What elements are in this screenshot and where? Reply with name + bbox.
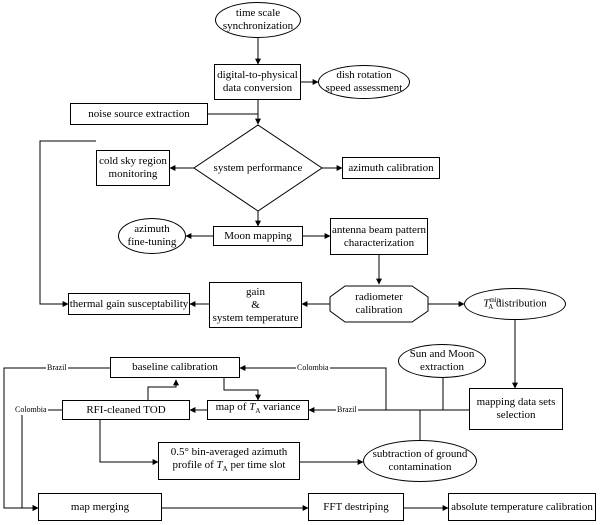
edge-brazil-left — [3, 367, 110, 511]
moon-mapping-node: Moon mapping — [213, 226, 303, 246]
baseline-calibration-node: baseline calibration — [110, 357, 240, 378]
azimuth-calibration-node: azimuth calibration — [342, 157, 440, 179]
noise-source-node: noise source extraction — [70, 103, 208, 125]
edge-baseline-to-variance — [223, 378, 261, 401]
radiometer-calibration-label: radiometer calibration — [355, 291, 403, 316]
absolute-temperature-node: absolute temperature calibration — [448, 493, 596, 521]
edge-label-brazil-top: Brazil — [46, 363, 68, 373]
edge-label-brazil-mid: Brazil — [336, 405, 358, 415]
fft-destriping-node: FFT destriping — [308, 493, 404, 521]
ta-variance-node: map of TA variance — [207, 400, 309, 420]
thermal-gain-node: thermal gain susceptability — [68, 293, 190, 315]
edge-rfi-to-binavg — [99, 420, 159, 465]
rfi-cleaned-tod-node: RFI-cleaned TOD — [62, 400, 190, 420]
edge-colombia-to-baseline — [239, 365, 387, 410]
tmin-distribution-node: TminA distribution — [464, 288, 566, 320]
system-performance-label: system performance — [213, 161, 303, 174]
map-merging-node: map merging — [38, 493, 162, 521]
radiometer-octagon — [329, 285, 429, 323]
edge-label-colombia-top: Colombia — [296, 363, 330, 373]
edge-rfi-to-baseline — [147, 379, 179, 400]
gain-system-temperature-node: gain&system temperature — [209, 282, 302, 328]
edge-label-colombia-left: Colombia — [14, 405, 48, 415]
edge-coldsky-to-thermal — [39, 140, 96, 307]
